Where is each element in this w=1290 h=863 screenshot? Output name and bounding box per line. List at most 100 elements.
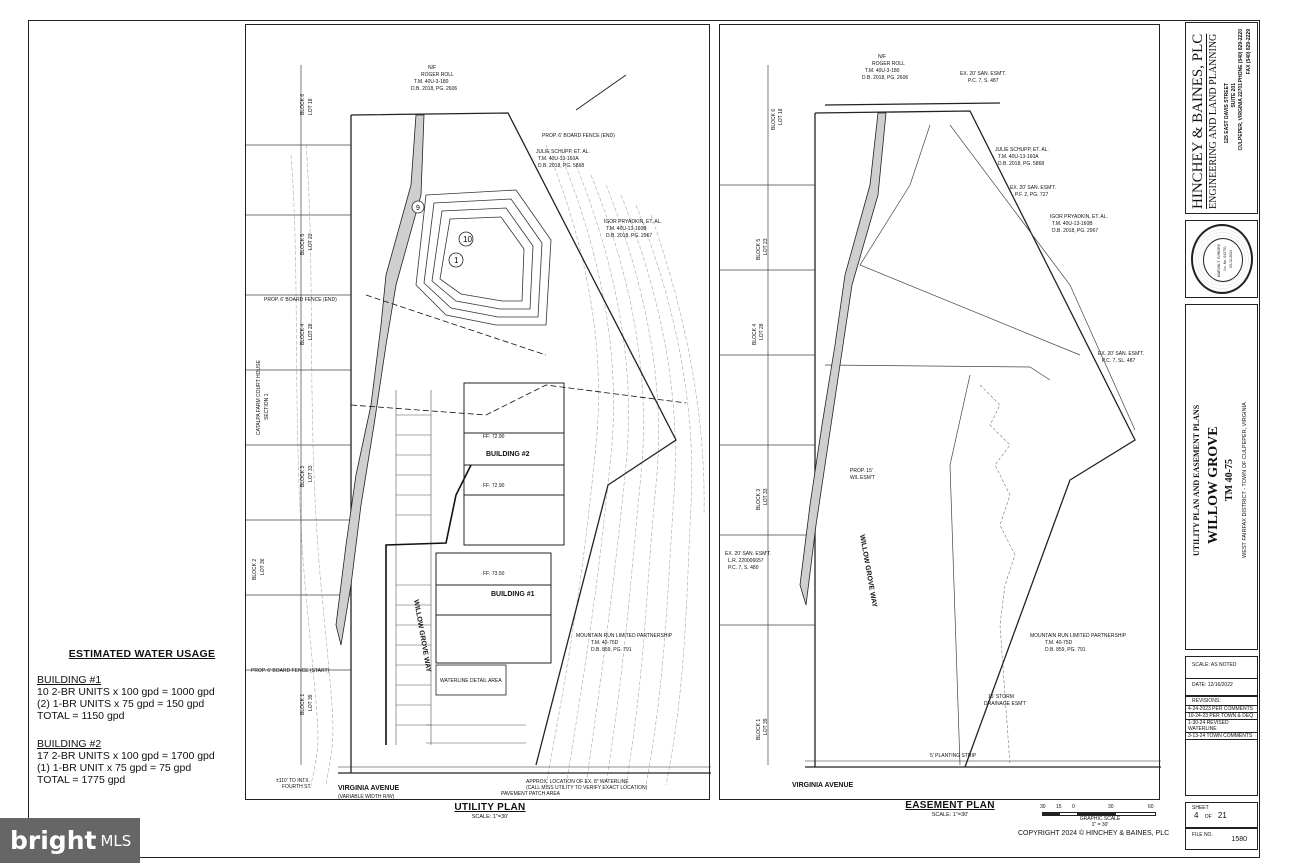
- easement-block5: BLOCK 5: [756, 239, 762, 260]
- building2-title: BUILDING #2: [37, 738, 102, 750]
- utility-plan-drawing: 10 1 9: [246, 65, 711, 800]
- firm-address2: SUITE 201: [1231, 83, 1237, 108]
- waterline: [385, 464, 472, 745]
- property-boundary: [338, 112, 711, 774]
- building1-ff: FF: 73.50: [483, 571, 505, 577]
- building2-label: BUILDING #2: [486, 451, 530, 458]
- building1-line1: 10 2-BR UNITS x 100 gpd = 1000 gpd: [37, 686, 215, 698]
- easement-owner-julie-db: D.B. 2018, PG. 5868: [998, 161, 1044, 167]
- easement-plan-panel: N/F ROGER ROLL T.M. 40U-3-180 D.B. 2018,…: [719, 24, 1161, 800]
- firm-phone: PHONE (540) 829-2220: [1238, 29, 1244, 83]
- pavement-patch-label: PAVEMENT PATCH AREA: [501, 791, 561, 797]
- easement-block4: BLOCK 4: [752, 324, 758, 345]
- easement-lot18: LOT 18: [778, 108, 784, 125]
- svg-text:9: 9: [416, 205, 420, 212]
- engineer-seal-inner: [1203, 238, 1243, 282]
- block1-label: BLOCK 1: [300, 694, 306, 715]
- utility-plan-panel: 10 1 9: [245, 24, 711, 800]
- owner-mountain-run: MOUNTAIN RUN LIMITED PARTNERSHIP: [576, 633, 673, 639]
- drawing-sheet-border: [28, 20, 1260, 858]
- revision-1: 4-24-2023 PER COMMENTS: [1186, 705, 1257, 712]
- seal-date: 03-12-2024: [1229, 250, 1233, 268]
- building1-line2: (2) 1-BR UNITS x 75 gpd = 150 gpd: [37, 698, 205, 710]
- building2-total: TOTAL = 1775 gpd: [37, 774, 126, 786]
- graphic-scale-label: GRAPHIC SCALE: [1079, 816, 1121, 822]
- sheet-of: OF: [1204, 814, 1212, 820]
- easement-owner-mountain-tm: T.M. 40-75D: [1045, 640, 1073, 646]
- virginia-avenue-label: VIRGINIA AVENUE: [338, 785, 400, 792]
- revisions-box: REVISIONS: 4-24-2023 PER COMMENTS 10-24-…: [1185, 696, 1258, 796]
- district-label: WEST FAIRFAX DISTRICT - TOWN OF CULPEPER…: [1242, 402, 1248, 558]
- seal-name: MARVIN T. GYBORS: [1217, 244, 1221, 278]
- lot18-label: LOT 18: [308, 98, 314, 115]
- easement-san2-ref: P.F. 2, PG. 727: [1015, 192, 1048, 198]
- water-usage-notes: ESTIMATED WATER USAGE BUILDING #1 10 2-B…: [37, 648, 247, 786]
- firm-box: HINCHEY & BAINES, PLC ENGINEERING AND LA…: [1185, 22, 1258, 214]
- storm-easement-label2: DRAINAGE ESM'T: [984, 701, 1026, 707]
- graphic-scale: 30 15 0 30 60 GRAPHIC SCALE 1" = 30': [1040, 804, 1160, 830]
- sheet-total: 21: [1217, 811, 1227, 820]
- owner-igor-tm: T.M. 40U-13-160B: [606, 226, 647, 232]
- graphic-scale-unit: 1" = 30': [1091, 822, 1109, 828]
- building1-usage: BUILDING #1 10 2-BR UNITS x 100 gpd = 10…: [37, 674, 247, 722]
- easement-property-boundary: [805, 102, 1161, 768]
- scale-bar: [1042, 812, 1156, 816]
- easement-san2: EX. 20' SAN. ESM'T.: [1010, 185, 1056, 191]
- lot33-label: LOT 33: [308, 465, 314, 482]
- scale-tick-30a: 30: [1040, 804, 1046, 810]
- firm-address1: 125 EAST DAVIS STREET: [1224, 83, 1230, 144]
- easement-block3: BLOCK 3: [756, 489, 762, 510]
- svg-text:1: 1: [454, 256, 459, 265]
- owner-top-tm: T.M. 40U-3-180: [414, 79, 449, 85]
- tree-line: [979, 384, 1016, 766]
- marker-10: 10: [463, 235, 472, 244]
- stormwater-pond: [415, 189, 552, 326]
- easement-lot39: LOT 39: [763, 718, 769, 735]
- fourth-street-label: FOURTH ST.: [282, 784, 311, 790]
- sheet-label: SHEET: [1192, 805, 1209, 811]
- project-name: WILLOW GROVE: [1206, 426, 1221, 544]
- easement-owner-julie: JULIE SCHUPP, ET. AL.: [995, 147, 1049, 153]
- easement-owner-top-name: ROGER ROLL: [872, 61, 905, 67]
- storm-easement-label: 15' STORM: [988, 694, 1014, 700]
- sheet-date: DATE: 12/16/2022: [1186, 678, 1257, 688]
- building2-line1: 17 2-BR UNITS x 100 gpd = 1700 gpd: [37, 750, 215, 762]
- lot23-label: LOT 23: [308, 233, 314, 250]
- plan-title: UTILITY PLAN AND EASEMENT PLANS: [1192, 404, 1201, 556]
- easement-plan-scale: SCALE: 1"=30': [931, 812, 969, 818]
- sheet-number: 4: [1194, 811, 1199, 820]
- landscape-buffer: [335, 114, 425, 646]
- easement-owner-igor: IGOR PRYADKIN, ET. AL.: [1050, 214, 1108, 220]
- lot28-label: LOT 28: [308, 323, 314, 340]
- building2-line2: (1) 1-BR UNIT x 75 gpd = 75 gpd: [37, 762, 192, 774]
- water-usage-heading: ESTIMATED WATER USAGE: [68, 648, 216, 660]
- easement-san4: EX. 20' SAN. ESM'T.: [725, 551, 771, 557]
- easement-virginia-avenue: VIRGINIA AVENUE: [792, 782, 854, 789]
- firm-name: HINCHEY & BAINES, PLC: [1190, 33, 1206, 209]
- catalpa-farm-label: CATALPA FARM COURT HOUSE: [256, 360, 262, 435]
- fence-end-label: PROP. 6' BOARD FENCE (END): [542, 133, 615, 139]
- utility-plan-caption: UTILITY PLAN: [454, 802, 526, 813]
- file-label: FILE NO.: [1192, 832, 1213, 838]
- approx-waterline-label: APPROX. LOCATION OF EX. 8" WATERLINE: [526, 779, 629, 785]
- easement-block1: BLOCK 1: [756, 719, 762, 740]
- project-title-box: UTILITY PLAN AND EASEMENT PLANS WILLOW G…: [1185, 304, 1258, 650]
- file-number: 1580: [1231, 836, 1247, 843]
- revisions-label: REVISIONS:: [1192, 698, 1221, 704]
- easement-owner-mountain: MOUNTAIN RUN LIMITED PARTNERSHIP: [1030, 633, 1127, 639]
- revision-4: 3-13-24 TOWN COMMENTS: [1186, 732, 1257, 739]
- easement-lot23: LOT 23: [763, 238, 769, 255]
- approx-waterline-note: (CALL MISS UTILITY TO VERIFY EXACT LOCAT…: [526, 785, 648, 791]
- tax-map: TM 40-75: [1224, 459, 1235, 501]
- owner-top-db: D.B. 2018, PG. 2606: [411, 86, 457, 92]
- easement-wl-label2: W/L ESM'T: [850, 475, 875, 481]
- building2-ff-a: FF: 72.90: [483, 434, 505, 440]
- fence-start-label: PROP. 6' BOARD FENCE (START): [251, 668, 330, 674]
- planting-strip-label: 5' PLANTING STRIP: [930, 753, 977, 759]
- owner-igor-db: D.B. 2018, PG. 2967: [606, 233, 652, 239]
- easement-plan-caption: EASEMENT PLAN: [905, 800, 995, 811]
- adjacent-lot-lines: [246, 65, 351, 765]
- sheet-number-box: SHEET 4 OF 21: [1185, 802, 1258, 828]
- sheet-scale: SCALE: AS NOTED: [1192, 662, 1237, 668]
- easement-san1-ref: P.C. 7, S. 487: [968, 78, 999, 84]
